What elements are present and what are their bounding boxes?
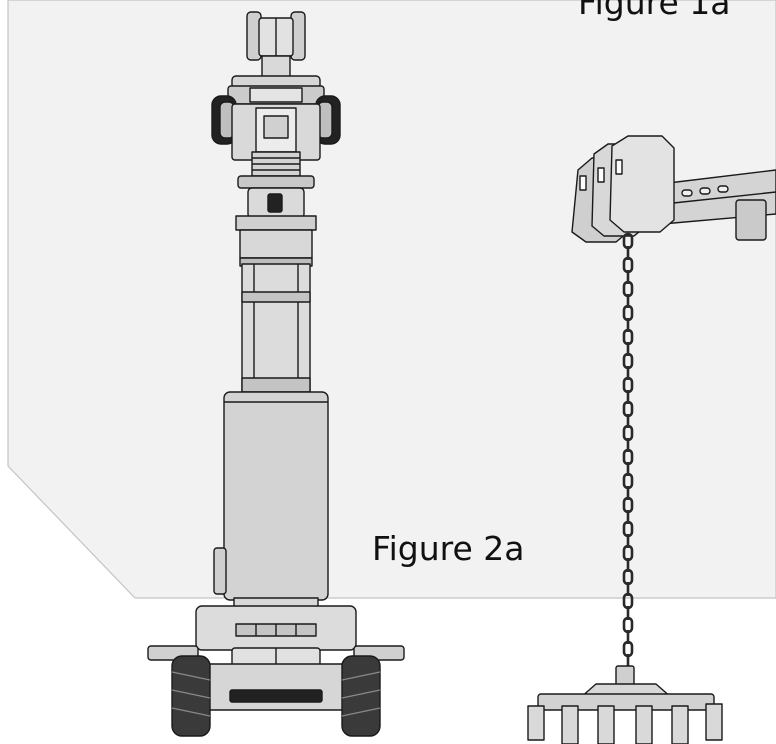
robot-arm-illustration: [147, 11, 405, 737]
chain-link: [622, 616, 634, 634]
hook-gripper: [527, 665, 723, 744]
chain-link: [622, 640, 634, 658]
chain: [622, 232, 634, 668]
backdrop-plane: [7, 0, 776, 599]
figure-1a-caption: Figure 1a: [578, 0, 731, 22]
figure-2a-caption: Figure 2a: [372, 529, 525, 568]
hanging-chain-gripper-illustration: [571, 135, 776, 243]
